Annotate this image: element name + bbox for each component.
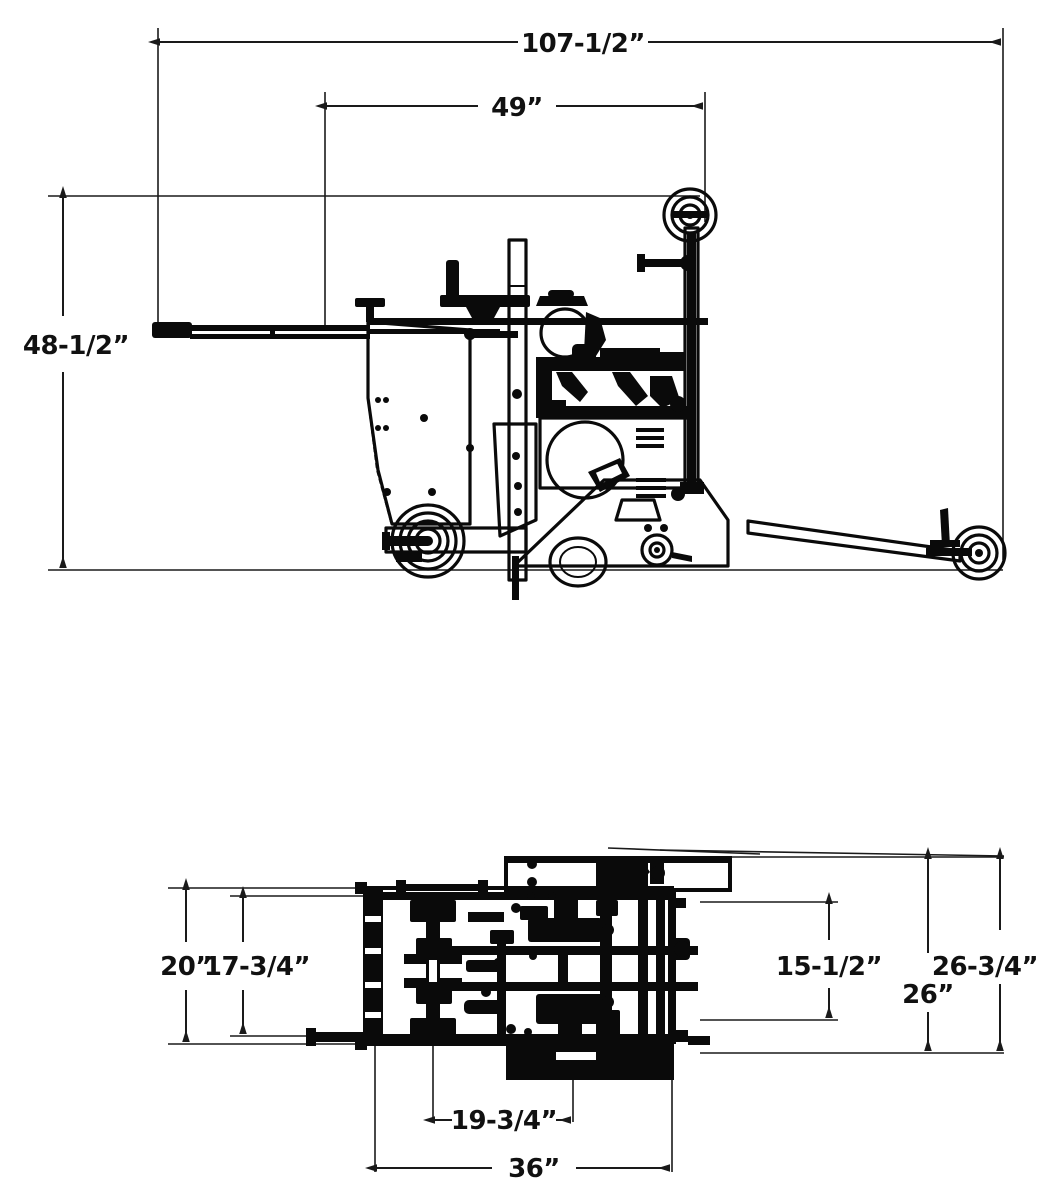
plan-left-shaft-bottom (306, 1028, 382, 1046)
dim-bottom-inner-width: 19-3/4” (423, 1106, 571, 1136)
plan-cross-members (378, 892, 698, 1042)
concrete-saw-plan-profile (306, 847, 1005, 1080)
mast-cross-arm (464, 328, 518, 340)
dim-overall-height: 48-1/2” (23, 186, 130, 568)
frame-top-rail (368, 318, 708, 334)
dim-label-bottom-inner-width: 19-3/4” (451, 1106, 557, 1136)
dim-label-overall-height: 48-1/2” (23, 331, 129, 361)
dim-label-left-outer-width: 20” (160, 952, 212, 982)
rear-drive-wheel (382, 503, 466, 579)
plan-center-mechanism (464, 892, 608, 1040)
dim-right-mid-width: 26” (902, 847, 954, 1051)
dim-right-inner-width: 15-1/2” (776, 892, 883, 1018)
dim-overall-length: 107-1/2” (148, 29, 1001, 59)
blade-shaft (512, 556, 519, 600)
dim-machine-length: 49” (315, 93, 703, 123)
dim-bottom-outer-width: 36” (365, 1154, 670, 1184)
dim-left-inner-width: 17-3/4” (204, 886, 311, 1034)
dim-label-bottom-outer-width: 36” (508, 1154, 560, 1184)
dim-label-right-mid-width: 26” (902, 980, 954, 1010)
dim-label-overall-length: 107-1/2” (521, 29, 645, 59)
front-tow-wheel (930, 508, 1007, 581)
plan-view-extension-lines (168, 856, 1004, 1172)
dim-label-machine-length: 49” (491, 93, 543, 123)
dim-label-left-inner-width: 17-3/4” (204, 952, 310, 982)
front-caster-wheel (548, 536, 608, 588)
top-plan-view: 20” 17-3/4” 15-1/2” 26” (160, 847, 1039, 1184)
handle-bar-left (152, 322, 370, 339)
lift-post-assembly (637, 187, 718, 494)
blade-guard-panel (366, 320, 474, 526)
steering-handle-assembly (440, 260, 530, 324)
plan-rear-housing (506, 1042, 674, 1080)
dim-label-right-inner-width: 15-1/2” (776, 952, 882, 982)
inner-guard-plate (492, 422, 538, 538)
plan-right-attachments (668, 898, 710, 1045)
plan-blade-shaft (404, 896, 462, 1040)
plan-left-shaft-top (396, 880, 488, 896)
side-elevation-view: 107-1/2” 49” 48-1/2” (23, 28, 1007, 600)
tow-bar-arm (746, 519, 972, 563)
concrete-saw-side-profile (152, 187, 1007, 600)
depth-control-knob (355, 298, 385, 322)
dim-label-right-outer-width: 26-3/4” (932, 952, 1038, 982)
plan-right-rails (596, 888, 676, 1044)
dim-left-outer-width: 20” (160, 878, 212, 1042)
engine-assembly (536, 290, 692, 501)
plan-left-end-cap (355, 882, 383, 1050)
plan-engine-box (504, 847, 1005, 892)
dim-right-outer-width: 26-3/4” (932, 847, 1039, 1051)
